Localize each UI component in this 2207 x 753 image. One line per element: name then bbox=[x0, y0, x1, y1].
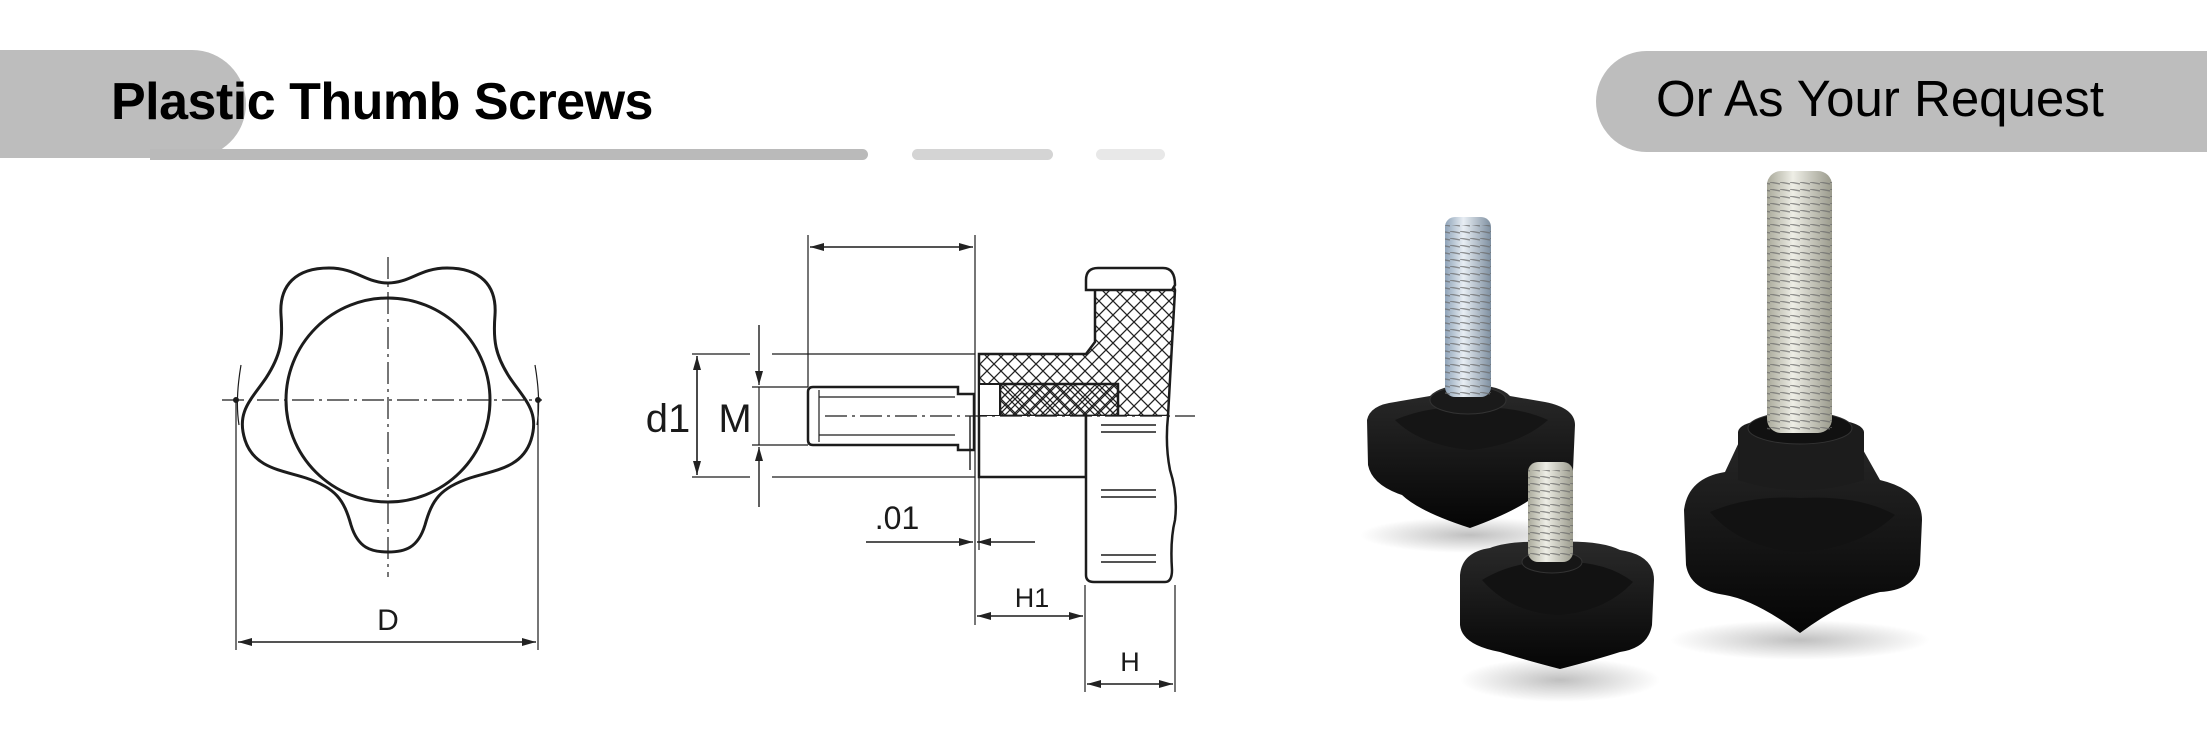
dimension-label-d: D bbox=[377, 604, 399, 637]
screw-a-image bbox=[1367, 217, 1575, 528]
dimension-label-offset: .01 bbox=[875, 500, 919, 536]
dimension-label-m: M bbox=[718, 397, 751, 441]
front-view-drawing bbox=[222, 257, 542, 650]
page-title: Plastic Thumb Screws bbox=[111, 73, 653, 131]
dimension-label-d1: d1 bbox=[646, 397, 691, 441]
dimension-label-h: H bbox=[1120, 647, 1140, 677]
request-label: Or As Your Request bbox=[1656, 70, 2104, 127]
decorative-bar-2 bbox=[912, 149, 1053, 160]
title-tab-background bbox=[0, 50, 246, 158]
screw-c-image bbox=[1684, 171, 1922, 633]
request-pill bbox=[1596, 51, 2207, 152]
product-photo bbox=[1360, 171, 1930, 702]
decorative-bar-3 bbox=[1096, 149, 1165, 160]
screw-b-image bbox=[1460, 462, 1654, 669]
dimension-label-h1: H1 bbox=[1015, 583, 1050, 613]
side-view-drawing bbox=[692, 235, 1195, 692]
title-underline-bar bbox=[150, 149, 868, 160]
